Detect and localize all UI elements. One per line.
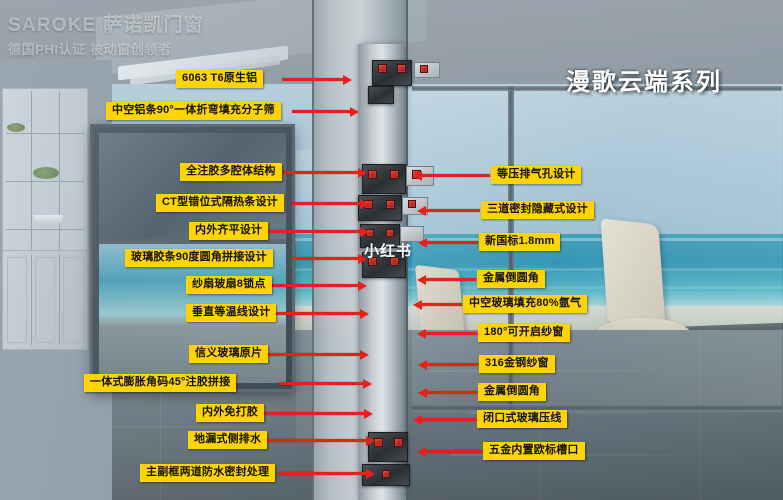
leader-line (420, 174, 490, 177)
leader-line (262, 439, 368, 442)
leader-arrowhead (417, 205, 426, 216)
leader-line (425, 241, 478, 244)
series-title: 漫歌云端系列 (566, 69, 722, 96)
leader-line (424, 450, 482, 453)
door-rail-top (412, 86, 782, 91)
leader-arrowhead (363, 378, 372, 389)
leader-line (267, 284, 360, 287)
callout-label-left-8[interactable]: 垂直等温线设计 (186, 304, 277, 322)
callout-label-left-6[interactable]: 玻璃胶条90度圆角拼接设计 (125, 249, 273, 267)
callout-label-left-10[interactable]: 一体式膨胀角码45°注胶拼接 (84, 374, 237, 392)
gasket-b (408, 200, 416, 208)
callout-label-right-1[interactable]: 等压排气孔设计 (491, 166, 582, 184)
leader-arrowhead (350, 106, 359, 117)
leader-line (278, 472, 368, 475)
leader-arrowhead (364, 408, 373, 419)
callout-label-left-9[interactable]: 信义玻璃原片 (189, 345, 269, 363)
brand-logo: SAROKE 萨诺凯门窗 德国PHI认证 被动窗创领者 (8, 10, 204, 58)
leader-arrowhead (418, 387, 427, 398)
window-transom (99, 239, 286, 244)
brand-tagline: 德国PHI认证 被动窗创领者 (8, 42, 172, 57)
thermal-break-a2 (390, 170, 399, 179)
thermal-break-c2 (386, 229, 394, 237)
leader-line (425, 363, 478, 366)
leader-line (424, 209, 480, 212)
leader-arrowhead (360, 349, 369, 360)
leader-arrowhead (358, 280, 367, 291)
thermal-break-top-1 (378, 64, 387, 73)
callout-label-right-4[interactable]: 金属倒圆角 (477, 270, 545, 288)
brand-name: SAROKE 萨诺凯门窗 (8, 15, 204, 36)
callout-label-left-3[interactable]: 全注胶多腔体结构 (180, 163, 282, 181)
leader-arrowhead (413, 414, 422, 425)
callout-label-right-2[interactable]: 三道密封隐藏式设计 (481, 201, 594, 219)
leader-line (259, 412, 366, 415)
callout-label-left-4[interactable]: CT型错位式隔热条设计 (156, 194, 284, 212)
callout-label-right-7[interactable]: 316金钢纱窗 (479, 355, 555, 373)
leader-line (424, 332, 477, 335)
callout-label-right-9[interactable]: 闭口式玻璃压线 (477, 410, 568, 428)
thermal-break-a1 (368, 170, 377, 179)
profile-block-top-lower (368, 86, 394, 104)
callout-label-left-11[interactable]: 内外免打胶 (196, 404, 264, 422)
callout-label-left-7[interactable]: 纱扇玻扇8锁点 (186, 276, 272, 294)
leader-arrowhead (418, 359, 427, 370)
thermal-break-d1 (368, 257, 377, 266)
thermal-break-b2 (386, 200, 395, 209)
callout-label-right-10[interactable]: 五金内置欧标槽口 (483, 442, 585, 460)
leader-arrowhead (418, 237, 427, 248)
door-rail-bottom (412, 404, 782, 412)
callout-label-right-5[interactable]: 中空玻璃填充80%氩气 (463, 295, 588, 313)
drainage-marker (382, 470, 390, 478)
leader-line (282, 78, 345, 81)
thermal-break-bot-2 (394, 438, 403, 447)
leader-line (420, 418, 476, 421)
leader-arrowhead (417, 328, 426, 339)
platform-watermark: 小红书 (364, 243, 413, 260)
leader-line (425, 391, 477, 394)
leader-arrowhead (413, 170, 422, 181)
leader-line (272, 312, 362, 315)
leader-line (257, 230, 362, 233)
lounge-chair-back (600, 218, 666, 328)
callout-label-left-12[interactable]: 地漏式侧排水 (188, 431, 268, 449)
leader-line (292, 202, 362, 205)
leader-arrowhead (413, 299, 422, 310)
leader-line (262, 353, 362, 356)
leader-arrowhead (358, 253, 367, 264)
callout-label-left-13[interactable]: 主副框两道防水密封处理 (140, 464, 276, 482)
leader-arrowhead (417, 446, 426, 457)
leader-arrowhead (360, 308, 369, 319)
leader-arrowhead (366, 435, 375, 446)
leader-arrowhead (358, 167, 367, 178)
callout-label-right-3[interactable]: 新国标1.8mm (479, 233, 561, 251)
callout-label-right-8[interactable]: 金属倒圆角 (478, 383, 546, 401)
thermal-break-bot-1 (374, 438, 383, 447)
leader-line (424, 278, 476, 281)
leader-arrowhead (343, 74, 352, 85)
leader-line (420, 303, 462, 306)
callout-label-left-1[interactable]: 6063 T6原生铝 (176, 70, 264, 88)
leader-line (291, 257, 360, 260)
thermal-break-top-2 (397, 64, 406, 73)
profile-cluster-a (362, 164, 406, 194)
cabinet (2, 250, 88, 350)
leader-line (279, 382, 365, 385)
thermal-break-d2 (390, 257, 399, 266)
leader-arrowhead (366, 468, 375, 479)
callout-label-left-2[interactable]: 中空铝条90°一体折弯填充分子筛 (106, 102, 281, 120)
leader-line (292, 110, 352, 113)
callout-label-right-6[interactable]: 180°可开启纱窗 (478, 324, 570, 342)
leader-arrowhead (360, 198, 369, 209)
leader-line (283, 171, 360, 174)
leader-arrowhead (417, 274, 426, 285)
gasket-top (420, 65, 428, 73)
callout-label-left-5[interactable]: 内外齐平设计 (189, 222, 269, 240)
leader-arrowhead (360, 226, 369, 237)
